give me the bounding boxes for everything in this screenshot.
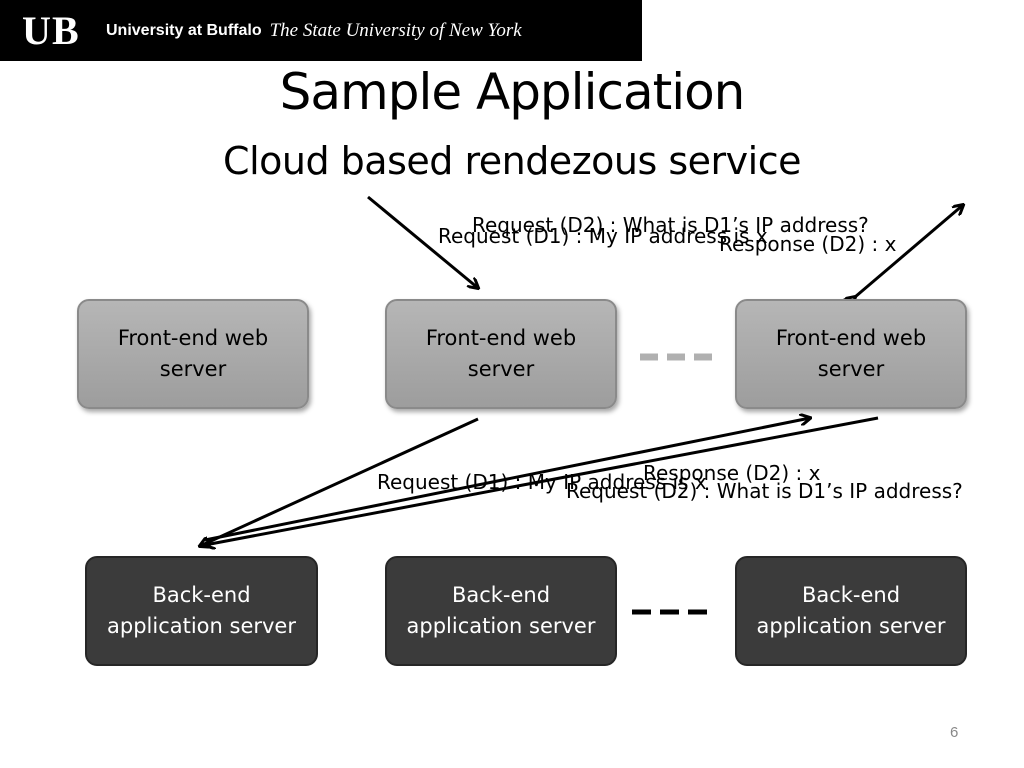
front-end-server-3: Front-end web server [735, 299, 967, 409]
middle-request-d1-label: Request (D1) : My IP address is x [377, 470, 707, 494]
slide-subtitle: Cloud based rendezous service [223, 139, 801, 183]
arrow-top-request-in [367, 195, 478, 288]
ub-logo: U B [22, 7, 79, 53]
institution-tagline: The State University of New York [269, 19, 522, 41]
arrow-be1-to-fe3 [204, 418, 810, 542]
arrow-top-response [855, 205, 963, 297]
back-end-server-1: Back-end application server [85, 556, 318, 666]
middle-request-d2-label: Request (D2) : What is D1’s IP address? [566, 479, 963, 503]
top-response-d2-label: Response (D2) : x [719, 232, 897, 256]
arrow-fe3-to-be1 [205, 416, 879, 545]
front-end-server-1: Front-end web server [77, 299, 309, 409]
middle-response-d2-label: Response (D2) : x [643, 461, 821, 485]
institution-name: University at Buffalo [106, 21, 262, 39]
university-banner: U B University at Buffalo The State Univ… [0, 0, 642, 61]
arrow-fe2-to-be1 [200, 417, 479, 546]
back-end-server-2: Back-end application server [385, 556, 617, 666]
top-request-d1-label: Request (D1) : My IP address is x [438, 224, 768, 248]
back-end-server-3: Back-end application server [735, 556, 967, 666]
front-end-server-2: Front-end web server [385, 299, 617, 409]
page-number: 6 [950, 724, 959, 741]
slide-title: Sample Application [279, 63, 746, 121]
top-request-d2-label: Request (D2) : What is D1’s IP address? [472, 213, 869, 237]
